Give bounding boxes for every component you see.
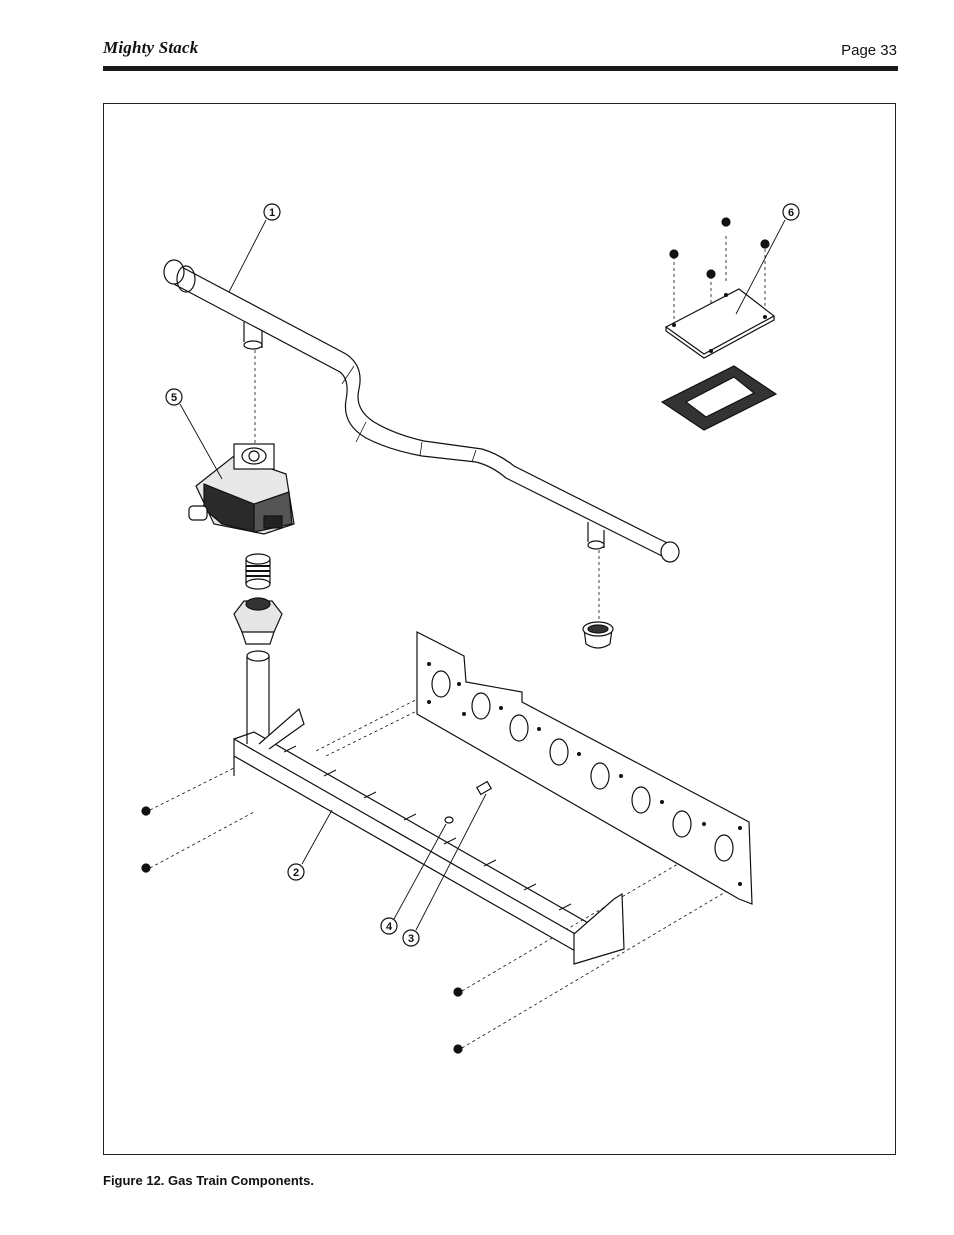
figure-frame: 1 2 3 4 5 6 xyxy=(103,103,896,1155)
callout-6 xyxy=(735,203,800,315)
page-number: Page 33 xyxy=(841,42,897,59)
callout-5-label: 5 xyxy=(171,392,177,404)
figure-caption: Figure 12. Gas Train Components. xyxy=(103,1173,314,1188)
gas-pipe xyxy=(163,259,680,563)
callout-4-label: 4 xyxy=(386,921,393,933)
access-cover-gasket xyxy=(660,365,778,431)
assembly-lines xyxy=(149,236,766,1049)
callout-6-label: 6 xyxy=(788,207,794,219)
burner-mounting-plate xyxy=(416,631,753,905)
pipe-nipple xyxy=(245,553,271,590)
pipe-union xyxy=(233,597,283,645)
riser-pipe xyxy=(246,650,270,744)
callout-3-label: 3 xyxy=(408,933,414,945)
callouts: 1 2 3 4 5 6 xyxy=(165,203,800,947)
callout-4 xyxy=(380,823,447,935)
mounting-screws xyxy=(141,806,463,1054)
gas-train-exploded-diagram: 1 2 3 4 5 6 xyxy=(141,203,800,1054)
callout-2-label: 2 xyxy=(293,867,299,879)
gas-valve xyxy=(188,443,295,535)
access-cover-plate xyxy=(664,288,776,359)
cover-screws xyxy=(669,217,770,279)
callout-1 xyxy=(228,203,281,293)
header-rule xyxy=(103,66,898,71)
callout-3 xyxy=(402,793,487,947)
callout-5 xyxy=(165,388,223,480)
callout-1-label: 1 xyxy=(269,207,275,219)
grommet xyxy=(582,621,614,649)
callout-2 xyxy=(287,809,333,881)
burner-manifold xyxy=(233,707,625,965)
document-title: Mighty Stack xyxy=(103,38,199,57)
